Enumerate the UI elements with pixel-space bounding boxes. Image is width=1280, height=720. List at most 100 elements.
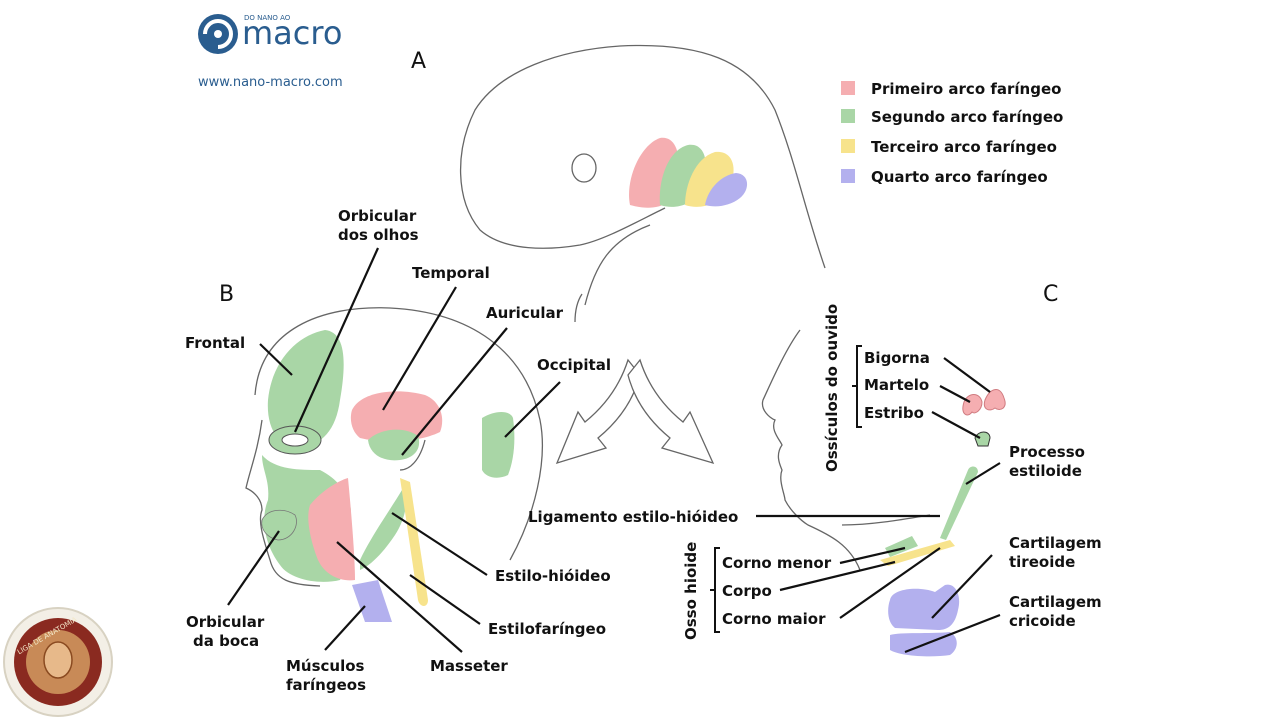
embryo-eye: [571, 153, 597, 183]
label-orbicular-olhos-line1: Orbicular: [338, 207, 417, 225]
label-martelo: Martelo: [864, 376, 929, 394]
legend-label-third: Terceiro arco faríngeo: [871, 138, 1057, 156]
label-orbicular-boca-line1: Orbicular: [186, 613, 265, 631]
legend-swatch-first: [841, 81, 855, 95]
logo-swirl-dot: [214, 30, 222, 38]
legend-label-second: Segundo arco faríngeo: [871, 108, 1063, 126]
label-bigorna: Bigorna: [864, 349, 930, 367]
label-tireoide-line2: tireoide: [1009, 553, 1075, 571]
ear-outline: [399, 439, 426, 471]
label-corpo: Corpo: [722, 582, 772, 600]
label-orbicular-olhos-line2: dos olhos: [338, 226, 419, 244]
arrow-left-icon: [555, 358, 641, 465]
leader-corno-menor: [839, 546, 906, 565]
label-temporal: Temporal: [412, 264, 490, 282]
frontal-muscle: [267, 330, 344, 448]
label-corno-maior: Corno maior: [722, 610, 826, 628]
leader-orbicular-olhos: [293, 247, 380, 433]
embryo-outline-neck: [584, 224, 651, 306]
leader-occipital: [504, 381, 561, 438]
temporal-muscle: [350, 391, 443, 442]
leader-tireoide: [931, 554, 993, 619]
label-processo-line2: estiloide: [1009, 462, 1082, 480]
panel-letter-c: C: [1043, 282, 1058, 307]
embryo-drawing: [459, 44, 826, 323]
pharyngeal-muscles: [352, 580, 392, 622]
logo-url: www.nano-macro.com: [198, 75, 343, 90]
leader-martelo: [939, 385, 971, 403]
leader-musculos: [324, 605, 366, 651]
label-processo-line1: Processo: [1009, 443, 1085, 461]
bracket-ossiculos: [852, 345, 862, 428]
thyroid-cartilage: [888, 584, 960, 630]
styloid-process: [940, 466, 978, 540]
embryo-outline-neck-low: [574, 293, 583, 323]
label-musculos-line2: faríngeos: [286, 676, 366, 694]
panel-letter-b: B: [219, 282, 234, 307]
stylopharyngeus-muscle: [400, 478, 428, 606]
legend-label-fourth: Quarto arco faríngeo: [871, 168, 1048, 186]
label-corno-menor: Corno menor: [722, 554, 832, 572]
nano-macro-logo: DO NANO AO macro www.nano-macro.com: [198, 14, 343, 90]
label-ligamento: Ligamento estilo-hióideo: [528, 508, 738, 526]
eye-opening: [281, 433, 309, 447]
leader-frontal: [259, 343, 293, 376]
leader-corno-maior: [839, 547, 941, 619]
label-musculos-line1: Músculos: [286, 657, 365, 675]
legend-label-first: Primeiro arco faríngeo: [871, 80, 1061, 98]
label-ossiculos-title: Ossículos do ouvido: [823, 304, 841, 472]
leader-corpo: [779, 560, 896, 592]
arrow-right-icon: [627, 358, 715, 465]
leader-masseter: [336, 541, 463, 653]
head-outline-face: [245, 419, 321, 587]
label-frontal: Frontal: [185, 334, 245, 352]
logo-small-text: DO NANO AO: [244, 14, 291, 22]
stapes-bone: [974, 431, 991, 447]
leader-orbicular-boca: [227, 530, 280, 606]
label-auricular: Auricular: [486, 304, 564, 322]
leader-auricular: [401, 327, 508, 456]
incus-bone: [983, 389, 1006, 411]
leader-temporal: [382, 286, 457, 411]
label-estilo-hioideo: Estilo-hióideo: [495, 567, 611, 585]
liga-anatomia-seal: LIGA DE ANATOMIA: [3, 607, 113, 717]
profile-outline: [761, 329, 861, 571]
masseter-muscle: [308, 478, 355, 581]
leader-processo: [965, 462, 1001, 485]
neck-second-arch-muscle: [360, 490, 406, 570]
label-occipital: Occipital: [537, 356, 611, 374]
label-orbicular-boca-line2: da boca: [193, 632, 259, 650]
label-osso-hioide-title: Osso hioide: [682, 542, 700, 640]
seal-skull-icon: [43, 641, 73, 679]
bracket-osso-hioide: [710, 547, 720, 633]
legend-swatch-third: [841, 139, 855, 153]
malleus-bone: [962, 394, 983, 416]
occipital-muscle: [482, 412, 515, 478]
hyoid-greater-horn: [880, 540, 955, 566]
label-cricoide-line2: cricoide: [1009, 612, 1076, 630]
leader-cricoide: [904, 613, 1001, 654]
fourth-arch-embryo: [705, 173, 748, 207]
embryo-outline-head: [459, 44, 826, 269]
leader-estribo: [931, 411, 981, 439]
legend-swatch-fourth: [841, 169, 855, 183]
divergence-arrows: [555, 358, 715, 465]
panel-letter-a: A: [411, 49, 426, 74]
head-outline-skull: [254, 307, 543, 561]
label-tireoide-line1: Cartilagem: [1009, 534, 1102, 552]
legend-swatch-second: [841, 109, 855, 123]
logo-swirl-stroke: [203, 19, 233, 49]
legend: Primeiro arco faríngeo Segundo arco farí…: [841, 80, 1063, 186]
leader-bigorna: [943, 357, 991, 393]
logo-brand: macro: [242, 14, 342, 52]
auricular-muscle: [368, 429, 420, 461]
label-estilofaringeo: Estilofaríngeo: [488, 620, 606, 638]
head-drawing: [245, 307, 543, 622]
leader-estilo-hioideo: [391, 512, 488, 576]
leader-estilofaringeo: [409, 574, 481, 625]
orbicularis-oris-muscle: [261, 509, 297, 541]
label-cricoide-line1: Cartilagem: [1009, 593, 1102, 611]
label-estribo: Estribo: [864, 404, 924, 422]
label-masseter: Masseter: [430, 657, 508, 675]
